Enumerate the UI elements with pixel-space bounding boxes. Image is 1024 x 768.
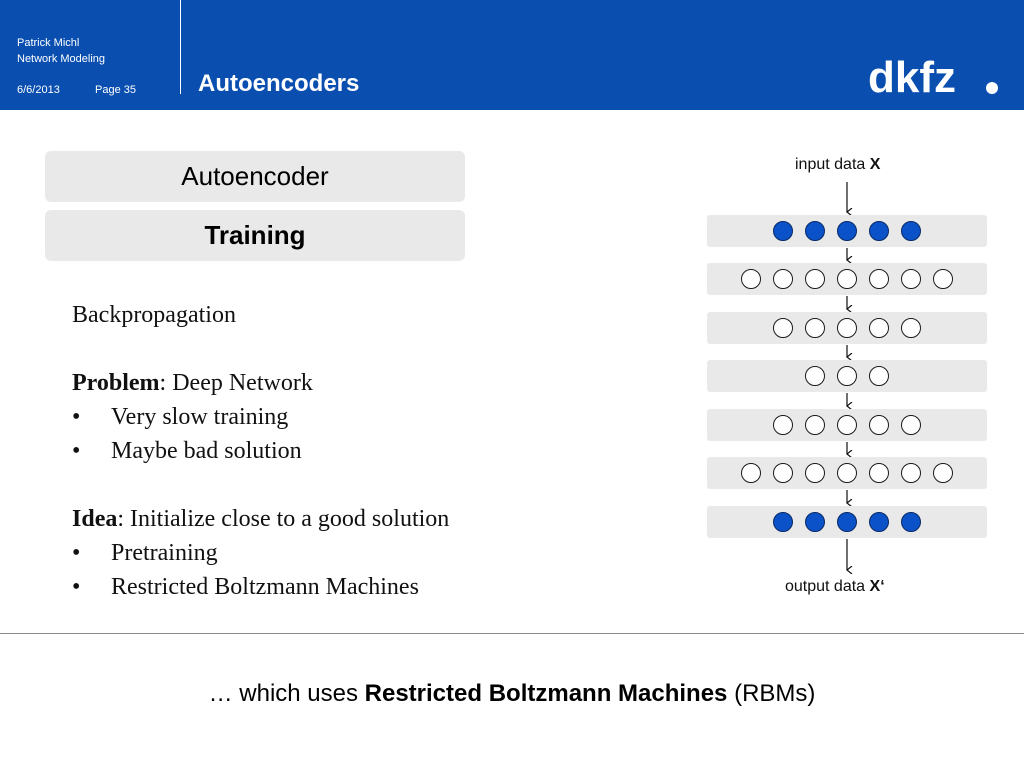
bullet-item: Very slow training: [72, 400, 632, 434]
data-node: [901, 512, 921, 532]
autoencoder-box: Autoencoder: [45, 151, 465, 202]
data-node: [805, 221, 825, 241]
author-name: Patrick Michl: [17, 37, 80, 49]
content-heading: Backpropagation: [72, 302, 236, 328]
output-data-label: output data X‘: [785, 578, 885, 596]
hidden-node: [901, 318, 921, 338]
bullet-item: Pretraining: [72, 536, 632, 570]
hidden-node: [933, 269, 953, 289]
bottom-divider: [0, 633, 1024, 634]
hidden-node: [837, 269, 857, 289]
footer-text: … which uses Restricted Boltzmann Machin…: [0, 680, 1024, 708]
logo-text: dkfz: [868, 56, 956, 100]
page-title: Autoencoders: [198, 70, 360, 97]
hidden-node: [837, 318, 857, 338]
data-node: [837, 221, 857, 241]
footer-bold: Restricted Boltzmann Machines: [364, 680, 728, 707]
input-symbol: X: [869, 156, 881, 173]
hidden-node: [741, 269, 761, 289]
course-name: Network Modeling: [17, 53, 106, 65]
page-number: Page 35: [95, 84, 136, 96]
hidden-node: [773, 415, 793, 435]
hidden-node: [805, 415, 825, 435]
hidden-node: [805, 318, 825, 338]
autoencoder-label: Autoencoder: [181, 161, 329, 191]
problem-text: : Deep Network: [159, 370, 313, 396]
hidden-node: [773, 463, 793, 483]
data-node: [869, 221, 889, 241]
logo-dot: [986, 82, 998, 94]
hidden-node: [741, 463, 761, 483]
hidden-node: [869, 318, 889, 338]
footer-suffix: (RBMs): [727, 680, 816, 707]
hidden-node: [805, 366, 825, 386]
hidden-node: [901, 463, 921, 483]
hidden-node: [773, 318, 793, 338]
problem-line: Problem: Deep Network: [72, 366, 632, 400]
hidden-node: [805, 463, 825, 483]
data-node: [869, 512, 889, 532]
hidden-node: [805, 269, 825, 289]
data-node: [773, 221, 793, 241]
problem-label: Problem: [72, 370, 160, 396]
slide-date: 6/6/2013: [17, 84, 60, 96]
data-node: [901, 221, 921, 241]
slide-content: Backpropagation Problem: Deep Network Ve…: [72, 298, 632, 604]
data-node: [805, 512, 825, 532]
hidden-node: [901, 415, 921, 435]
hidden-node: [869, 463, 889, 483]
header-divider: [180, 0, 181, 94]
training-box: Training: [45, 210, 465, 261]
data-node: [837, 512, 857, 532]
idea-label: Idea: [72, 506, 118, 532]
idea-line: Idea: Initialize close to a good solutio…: [72, 502, 632, 536]
bullet-item: Restricted Boltzmann Machines: [72, 570, 632, 604]
footer-prefix: … which uses: [208, 680, 365, 707]
hidden-node: [933, 463, 953, 483]
output-symbol: X‘: [869, 578, 885, 595]
hidden-node: [837, 366, 857, 386]
hidden-node: [837, 463, 857, 483]
data-node: [773, 512, 793, 532]
output-label-text: output data: [785, 578, 870, 595]
hidden-node: [901, 269, 921, 289]
hidden-node: [773, 269, 793, 289]
training-label: Training: [204, 220, 306, 250]
input-label-text: input data: [795, 156, 870, 173]
input-data-label: input data X: [795, 156, 880, 174]
dkfz-logo: dkfz: [868, 56, 998, 100]
idea-text: : Initialize close to a good solution: [117, 506, 450, 532]
hidden-node: [869, 415, 889, 435]
slide-header: Patrick Michl Network Modeling 6/6/2013 …: [0, 0, 1024, 110]
hidden-node: [837, 415, 857, 435]
bullet-item: Maybe bad solution: [72, 434, 632, 468]
hidden-node: [869, 366, 889, 386]
hidden-node: [869, 269, 889, 289]
